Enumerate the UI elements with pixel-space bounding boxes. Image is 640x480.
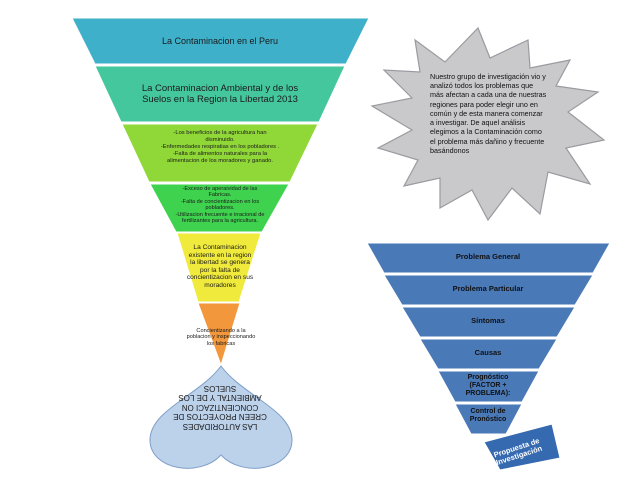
level3-item: -Falta de alimentos naturales para la al… bbox=[166, 150, 274, 164]
level3-item: -Los beneficios de la agricultura han di… bbox=[173, 130, 267, 143]
right-level-5-label: Prognóstico (FACTOR + PROBLEMA): bbox=[465, 374, 511, 398]
funnel-level-4-text: -Exceso de aperaividad de las Fabricas. … bbox=[174, 186, 266, 225]
right-level-2-label: Problema Particular bbox=[452, 284, 524, 293]
funnel-level-1 bbox=[71, 17, 370, 65]
right-level-3 bbox=[401, 306, 576, 338]
funnel-level-1-label: La Contaminacion en el Peru bbox=[161, 36, 279, 46]
heart-label: LAS AUTORIDADES CREEN PROYECTOS DE CONCI… bbox=[173, 383, 267, 431]
level3-item: -Enfermedades respiratias en los poblado… bbox=[160, 143, 280, 150]
right-level-6 bbox=[454, 403, 523, 435]
funnel-level-3 bbox=[121, 123, 319, 183]
right-level-5 bbox=[437, 370, 540, 403]
funnel-level-5-label: La Contaminacion existente en la region … bbox=[186, 244, 254, 289]
right-level-1-label: Problema General bbox=[455, 252, 521, 261]
explosion-star bbox=[370, 26, 606, 222]
heart-shape bbox=[149, 365, 293, 469]
right-level-4-label: Causas bbox=[474, 348, 502, 357]
funnel-level-2 bbox=[94, 65, 346, 123]
right-tip bbox=[483, 423, 561, 471]
right-level-4 bbox=[419, 338, 558, 370]
level4-item: -Utilizacion frecuente e irracional de f… bbox=[175, 211, 265, 225]
right-level-6-label: Control de Pronóstico bbox=[469, 408, 507, 424]
funnel-level-4 bbox=[149, 183, 290, 233]
right-level-3-label: Síntomas bbox=[471, 316, 505, 325]
funnel-level-6-label: Concientizando a la poblacion y inspecci… bbox=[186, 328, 256, 347]
right-level-2 bbox=[383, 274, 594, 306]
funnel-level-5 bbox=[176, 232, 262, 303]
star-callout-text: Nuestro grupo de investigación vio y ana… bbox=[430, 72, 547, 155]
right-level-1 bbox=[366, 242, 611, 274]
level4-item: -Exceso de aperaividad de las Fabricas. bbox=[182, 186, 258, 199]
funnel-level-3-text: -Los beneficios de la agricultura han di… bbox=[158, 130, 282, 165]
funnel-level-6 bbox=[197, 302, 241, 367]
level4-item: -Falta de concientizacion en los poblado… bbox=[180, 198, 260, 212]
funnel-level-2-label: La Contaminacion Ambiental y de los Suel… bbox=[141, 83, 299, 105]
